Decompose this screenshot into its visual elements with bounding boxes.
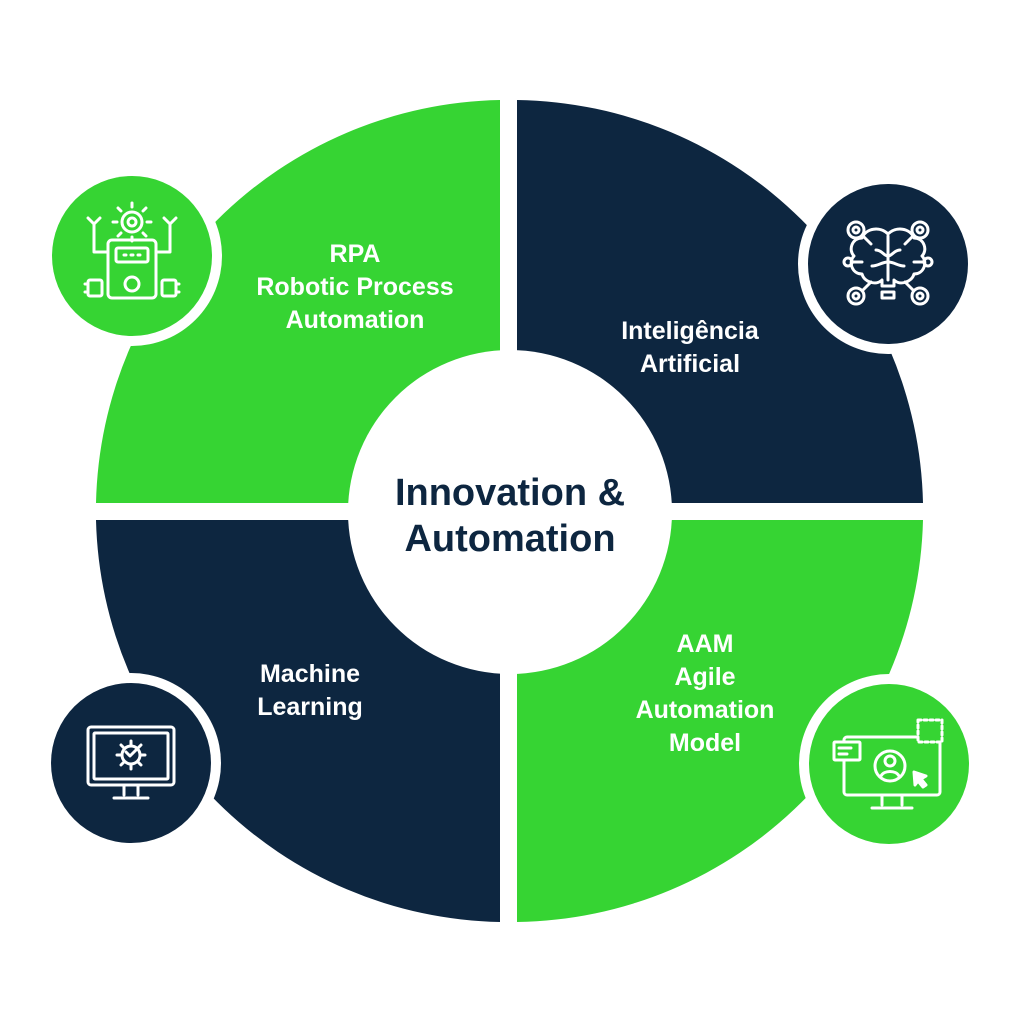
monitor-user-icon xyxy=(832,718,944,810)
monitor-gear-icon xyxy=(86,725,176,800)
badge-bottom-right xyxy=(799,674,979,854)
quadrants xyxy=(96,100,923,922)
quadrant-label-top-right: Inteligência Artificial xyxy=(621,317,759,378)
center-title: Innovation & Automation xyxy=(394,472,626,560)
center-circle xyxy=(348,350,672,674)
quadrant-label-bottom-right: AAM Agile Automation Model xyxy=(635,630,775,757)
quadrant-label-bottom-left: Machine Learning xyxy=(257,660,363,721)
quadrant-bottom-right xyxy=(517,520,923,922)
quadrant-bottom-left xyxy=(96,520,500,922)
quadrant-label-top-left: RPA Robotic Process Automation xyxy=(256,240,454,334)
quadrant-top-left xyxy=(96,100,500,503)
robot-icon xyxy=(83,201,181,300)
ai-brain-icon xyxy=(842,220,934,306)
quadrant-top-right xyxy=(517,100,923,503)
